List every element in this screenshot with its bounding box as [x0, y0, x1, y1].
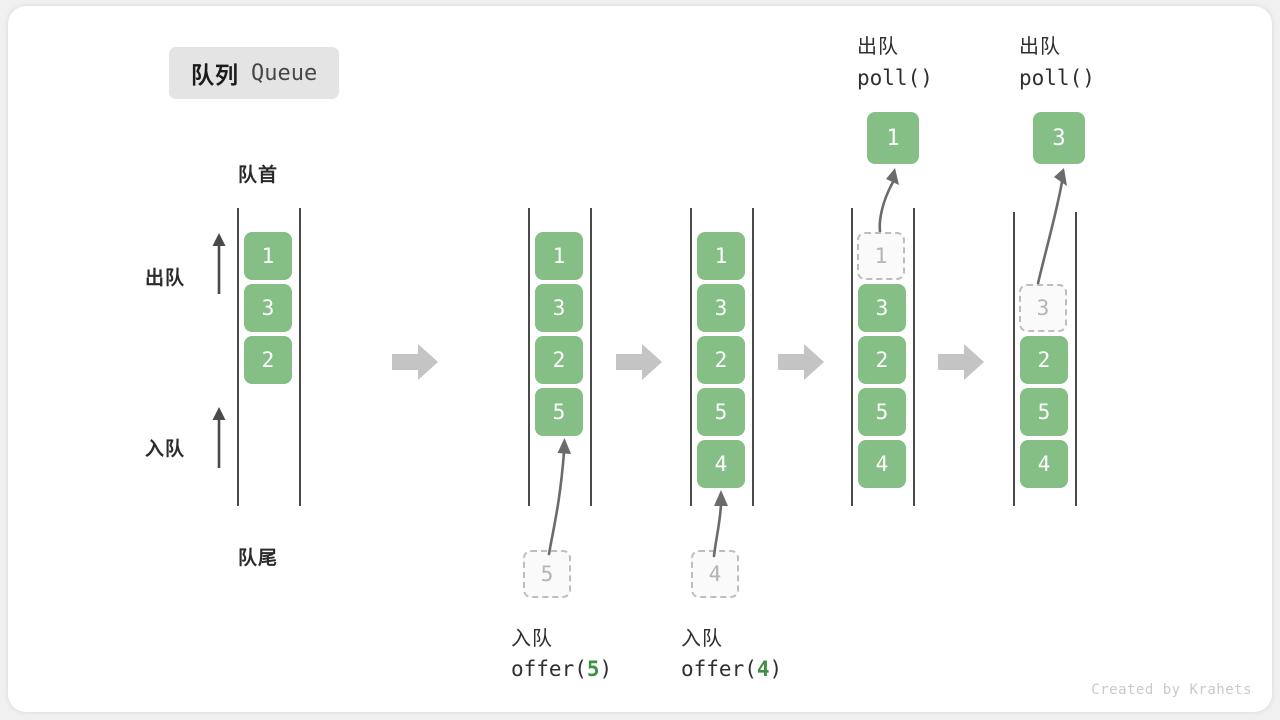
step-caption-code: offer(5)	[511, 657, 612, 681]
step-caption-cn: 入队	[681, 628, 723, 650]
title-en: Queue	[251, 60, 318, 86]
diagram-title-badge: 队列 Queue	[169, 47, 340, 99]
code-pre: offer(	[511, 657, 587, 681]
title-cn: 队列	[191, 62, 239, 88]
queue-element: 1	[244, 232, 292, 280]
queue-element: 3	[535, 284, 583, 332]
rear-label: 队尾	[238, 548, 279, 569]
incoming-element-ghost: 5	[523, 550, 571, 598]
queue-rail-right	[913, 208, 915, 506]
step-caption-code: offer(4)	[681, 657, 782, 681]
step-caption-cn: 出队	[857, 36, 899, 58]
queue-rail-left	[237, 208, 239, 506]
incoming-element-ghost: 4	[691, 550, 739, 598]
code-post: )	[769, 657, 783, 681]
curved-arrow-icon	[1035, 168, 1067, 290]
up-arrow-icon	[212, 233, 226, 294]
queue-rail-right	[590, 208, 592, 506]
queue-element: 2	[244, 336, 292, 384]
credit-text: Created by Krahets	[1091, 682, 1252, 698]
queue-element: 1	[697, 232, 745, 280]
queue-element: 4	[1020, 440, 1068, 488]
enqueue-direction-label: 入队	[145, 439, 186, 460]
curved-arrow-icon	[547, 438, 571, 556]
right-block-arrow-icon	[392, 344, 438, 380]
code-value: 4	[756, 657, 770, 681]
queue-element: 3	[244, 284, 292, 332]
step-caption-cn: 入队	[511, 628, 553, 650]
code-value: 5	[586, 657, 600, 681]
queue-rail-left	[690, 208, 692, 506]
removed-element-ghost: 3	[1019, 284, 1067, 332]
code-pre: offer(	[681, 657, 757, 681]
queue-element: 2	[697, 336, 745, 384]
step-caption-cn: 出队	[1019, 36, 1061, 58]
popped-element: 1	[867, 112, 919, 164]
queue-rail-left	[1013, 212, 1015, 506]
dequeue-direction-label: 出队	[145, 268, 186, 289]
queue-element: 3	[858, 284, 906, 332]
queue-element: 5	[697, 388, 745, 436]
queue-element: 1	[535, 232, 583, 280]
queue-element: 3	[697, 284, 745, 332]
queue-rail-left	[528, 208, 530, 506]
right-block-arrow-icon	[778, 344, 824, 380]
step-caption-code: poll()	[857, 66, 933, 90]
queue-element: 5	[858, 388, 906, 436]
right-block-arrow-icon	[938, 344, 984, 380]
removed-element-ghost: 1	[857, 232, 905, 280]
queue-element: 2	[858, 336, 906, 384]
queue-rail-right	[752, 208, 754, 506]
right-block-arrow-icon	[616, 344, 662, 380]
queue-element: 4	[858, 440, 906, 488]
curved-arrow-icon	[712, 490, 728, 558]
queue-rail-right	[299, 208, 301, 506]
queue-element-new: 4	[697, 440, 745, 488]
code-post: )	[599, 657, 613, 681]
queue-element-new: 5	[535, 388, 583, 436]
queue-rail-right	[1075, 212, 1077, 506]
queue-rail-left	[851, 208, 853, 506]
popped-element: 3	[1033, 112, 1085, 164]
queue-element: 2	[535, 336, 583, 384]
front-label: 队首	[238, 165, 279, 186]
step-caption-code: poll()	[1019, 66, 1095, 90]
queue-element: 2	[1020, 336, 1068, 384]
up-arrow-icon	[212, 407, 226, 468]
queue-element: 5	[1020, 388, 1068, 436]
